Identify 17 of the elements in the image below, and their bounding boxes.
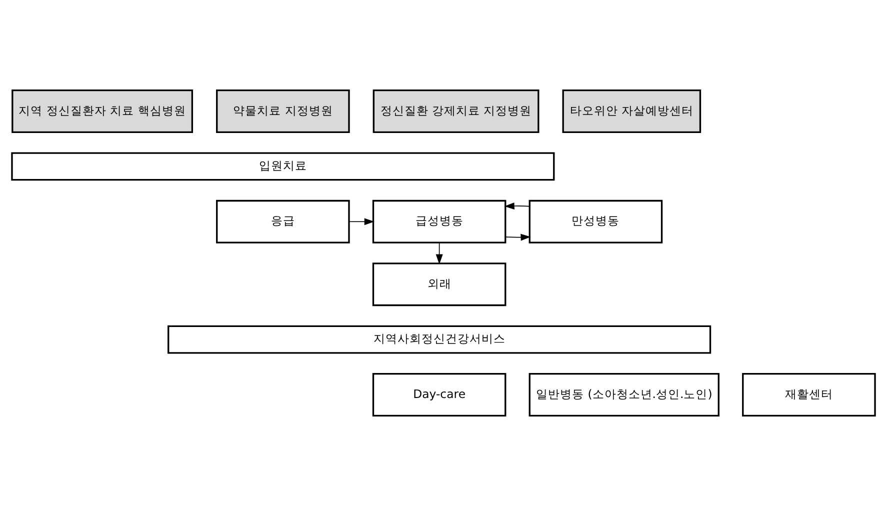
node-box: 정신질환 강제치료 지정병원	[372, 89, 540, 132]
arrow	[504, 202, 530, 209]
node-box: 응급	[216, 199, 350, 243]
arrow	[436, 242, 443, 264]
arrow	[348, 218, 374, 225]
node-box: 타오위안 자살예방센터	[562, 89, 702, 132]
node-box: 재활센터	[742, 372, 876, 416]
node-box: 만성병동	[528, 199, 663, 243]
node-box: 일반병동 (소아청소년.성인.노인)	[528, 372, 720, 416]
node-box: 지역 정신질환자 치료 핵심병원	[12, 89, 194, 132]
arrow	[505, 233, 531, 240]
node-box: 약물치료 지정병원	[216, 89, 350, 132]
node-box: 지역사회정신건강서비스	[168, 324, 712, 354]
node-box: 입원치료	[11, 152, 555, 180]
node-box: 급성병동	[372, 199, 506, 243]
node-box: 외래	[372, 262, 506, 306]
node-box: Day-care	[372, 372, 506, 416]
